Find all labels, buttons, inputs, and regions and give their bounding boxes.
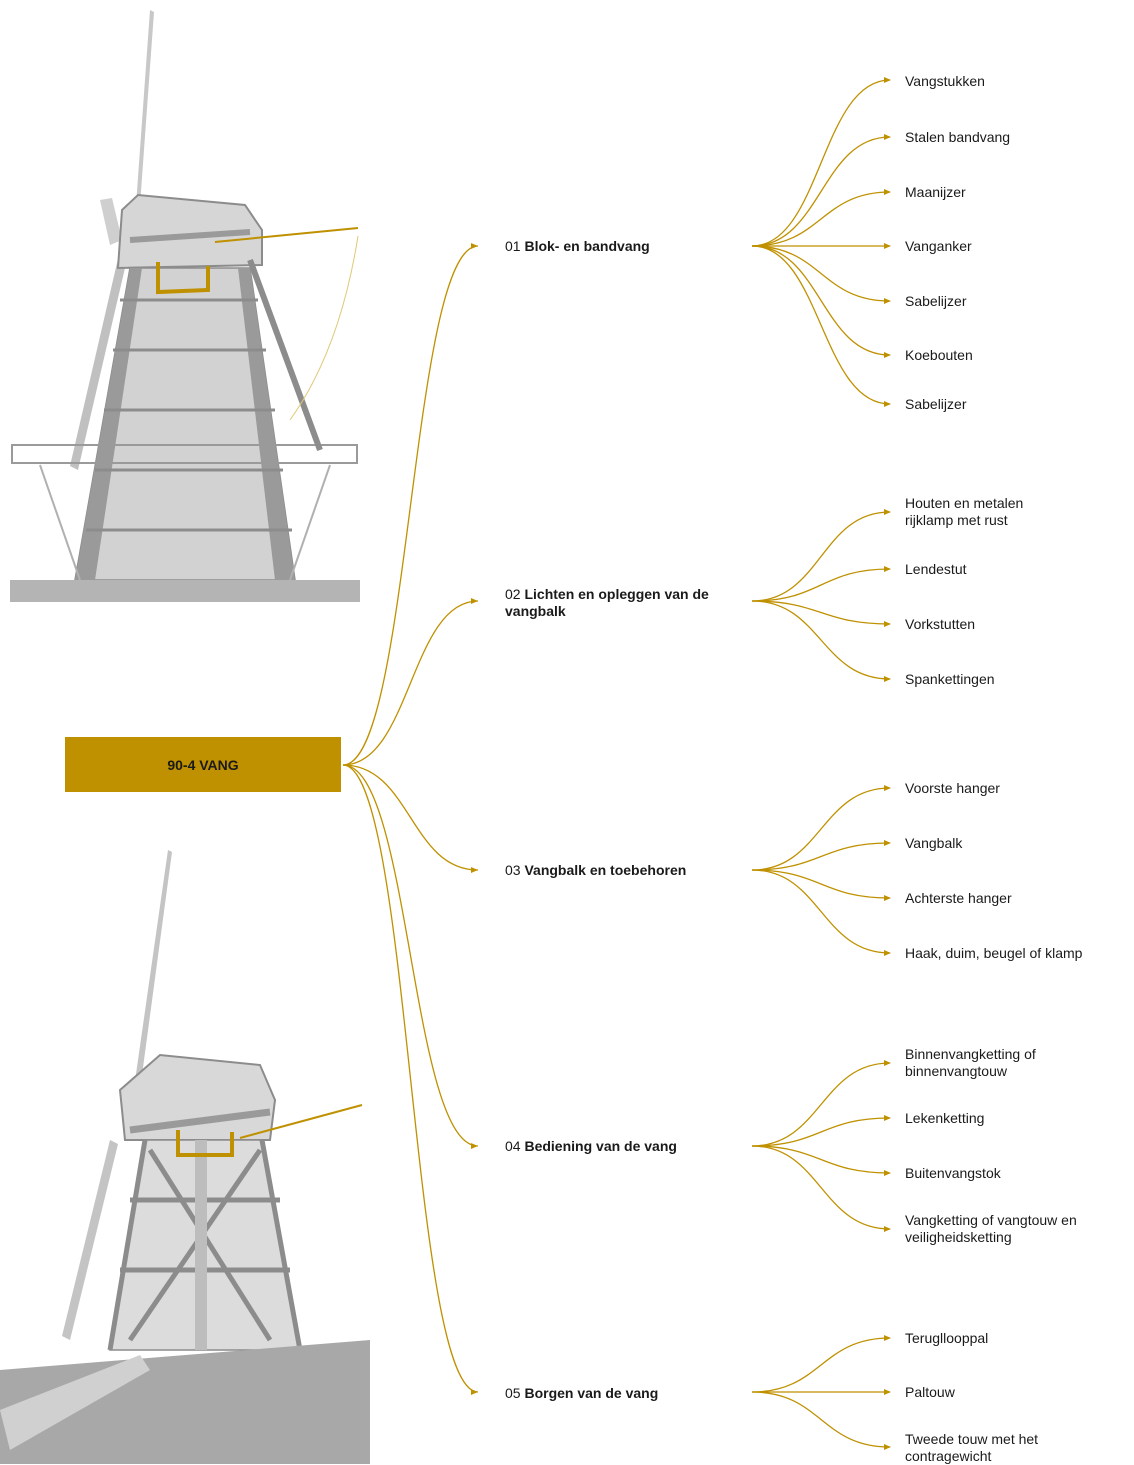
branch-04: 04 Bediening van de vang (505, 1138, 745, 1155)
root-label: 90-4 VANG (167, 756, 239, 773)
connector-branch-leaf (751, 600, 891, 680)
branch-title: Bediening van de vang (524, 1138, 677, 1154)
connector-root-branch (342, 245, 479, 766)
arrowhead-icon (884, 1389, 891, 1395)
connector-branch-leaf (751, 1145, 891, 1174)
arrowhead-icon (884, 1060, 891, 1066)
connector-branch-leaf (751, 79, 891, 247)
leaf-item: Terugllooppal (905, 1330, 989, 1346)
connector-branch-leaf (751, 136, 891, 247)
connector-branch-leaf (751, 787, 891, 871)
connector-branch-leaf (751, 245, 891, 302)
connector-branch-leaf (751, 1337, 891, 1393)
branch-03: 03 Vangbalk en toebehoren (505, 862, 745, 879)
arrowhead-icon (884, 621, 891, 627)
branch-title: Lichten en opleggen van de vangbalk (505, 586, 709, 619)
arrowhead-icon (884, 566, 891, 572)
connector-branch-leaf (751, 842, 891, 871)
arrowhead-icon (884, 1335, 891, 1341)
windmill-illustration-top (10, 10, 360, 602)
arrowhead-icon (471, 243, 478, 249)
connector-root-branch (342, 764, 479, 871)
leaf-item: Lendestut (905, 561, 967, 577)
connector-root-branch (342, 600, 479, 766)
connector-branch-leaf (751, 245, 891, 356)
connector-branch-leaf (751, 568, 891, 602)
branch-01: 01 Blok- en bandvang (505, 238, 745, 255)
connector-root-branch (342, 764, 479, 1393)
leaf-item: Voorste hanger (905, 780, 1000, 796)
leaf-item: Achterste hanger (905, 890, 1012, 906)
leaf-item: Maanijzer (905, 184, 966, 200)
connector-root-branch (342, 764, 479, 1147)
leaf-item: Vorkstutten (905, 616, 976, 632)
leaf-item: Vanganker (905, 238, 972, 254)
leaf-item: Buitenvangstok (905, 1165, 1001, 1181)
leaf-item: Sabelijzer (905, 396, 967, 412)
arrowhead-icon (884, 352, 891, 358)
leaf-item: Houten en metalen rijklamp met rust (905, 495, 1024, 528)
connector-branch-leaf (751, 511, 891, 602)
connector-branch-leaf (751, 245, 891, 405)
arrowhead-icon (884, 1226, 891, 1232)
leaf-item: Tweede touw met het contragewicht (905, 1431, 1039, 1464)
branch-05: 05 Borgen van de vang (505, 1385, 745, 1402)
leaf-item: Vangbalk (905, 835, 963, 851)
branch-number: 04 (505, 1138, 521, 1154)
arrowhead-icon (884, 840, 891, 846)
arrowhead-icon (884, 509, 891, 515)
windmill-illustration-bottom (0, 850, 370, 1464)
branch-title: Vangbalk en toebehoren (524, 862, 687, 878)
leaf-item: Stalen bandvang (905, 129, 1011, 145)
leaf-item: Haak, duim, beugel of klamp (905, 945, 1083, 961)
leaf-item: Vangketting of vangtouw en veiligheidske… (905, 1212, 1077, 1245)
arrowhead-icon (884, 298, 891, 304)
leaf-item: Binnenvangketting of binnenvangtouw (905, 1046, 1036, 1079)
arrowhead-icon (884, 1444, 891, 1450)
connector-branch-leaf (751, 1117, 891, 1147)
connector-branch-leaf (751, 869, 891, 954)
arrowhead-icon (884, 1115, 891, 1121)
arrowhead-icon (884, 1170, 891, 1176)
connector-branch-leaf (751, 1391, 891, 1448)
leaf-item: Koebouten (905, 347, 973, 363)
arrowhead-icon (471, 1389, 478, 1395)
root-node: 90-4 VANG (65, 737, 341, 792)
arrowhead-icon (884, 243, 891, 249)
connector-branch-leaf (751, 600, 891, 625)
arrowhead-icon (884, 950, 891, 956)
arrowhead-icon (884, 189, 891, 195)
branch-title: Blok- en bandvang (524, 238, 650, 254)
connector-branch-leaf (751, 1062, 891, 1147)
arrowhead-icon (884, 134, 891, 140)
connector-branch-leaf (751, 191, 891, 247)
branch-title: Borgen van de vang (524, 1385, 659, 1401)
leaf-item: Lekenketting (905, 1110, 985, 1126)
leaf-item: Vangstukken (905, 73, 985, 89)
arrowhead-icon (471, 867, 478, 873)
branch-number: 01 (505, 238, 521, 254)
connector-branch-leaf (751, 1145, 891, 1230)
arrowhead-icon (884, 895, 891, 901)
connector-branch-leaf (751, 869, 891, 899)
leaf-item: Sabelijzer (905, 293, 967, 309)
leaf-item: Spankettingen (905, 671, 995, 687)
leaf-item: Paltouw (905, 1384, 955, 1400)
branch-number: 05 (505, 1385, 521, 1401)
branch-number: 02 (505, 586, 521, 602)
arrowhead-icon (884, 785, 891, 791)
arrowhead-icon (471, 1143, 478, 1149)
arrowhead-icon (884, 401, 891, 407)
arrowhead-icon (884, 676, 891, 682)
branch-number: 03 (505, 862, 521, 878)
arrowhead-icon (471, 598, 478, 604)
arrowhead-icon (884, 77, 891, 83)
branch-02: 02 Lichten en opleggen van de vangbalk (505, 586, 730, 620)
